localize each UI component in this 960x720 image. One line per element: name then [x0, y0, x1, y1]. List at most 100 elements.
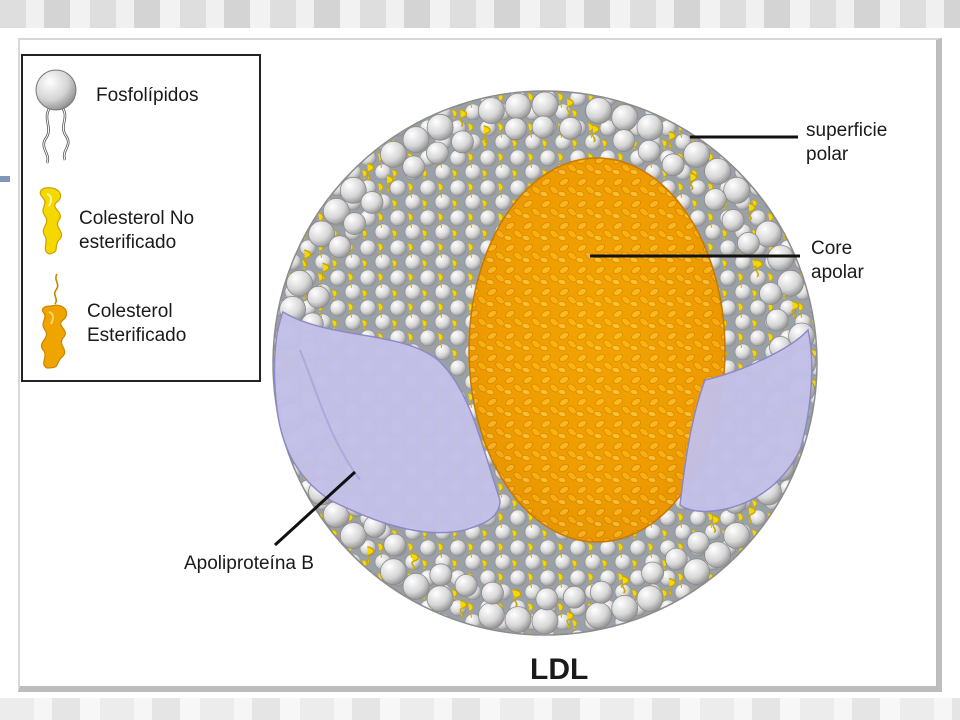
label-polar-surface: superficie polar [806, 120, 888, 165]
phospholipid-head-mark [686, 531, 710, 554]
surface-cholesterol-mark [668, 577, 676, 597]
phospholipid-head-mark [535, 587, 559, 611]
phospholipid-head-mark [531, 91, 559, 119]
phospholipid-head-mark [402, 126, 430, 154]
phospholipid-head-mark [703, 188, 727, 212]
phospholipid-head-mark [765, 308, 789, 332]
phospholipid-head-mark [429, 563, 453, 587]
phospholipid-head-mark [379, 140, 407, 168]
phospholipid-head-mark [589, 580, 613, 604]
apoprotein-b-left [273, 310, 501, 534]
phospholipid-head-mark [767, 244, 795, 272]
surface-cholesterol-mark [748, 505, 756, 525]
phospholipid-head-mark [286, 269, 314, 297]
phospholipid-head-mark [664, 547, 688, 571]
phospholipid-head-mark [611, 595, 639, 622]
surface-cholesterol-mark [566, 610, 574, 630]
slide-frame [18, 38, 942, 692]
phospholipid-head-mark [611, 104, 639, 131]
phospholipid-head-mark [704, 157, 731, 185]
phospholipid-head-mark [531, 607, 559, 635]
phospholipid-head-mark [504, 606, 532, 633]
surface-cholesterol-mark [668, 130, 676, 150]
phospholipid-head-mark [426, 113, 454, 141]
phospholipid-head-mark [402, 155, 426, 179]
phospholipid-head-mark [343, 212, 367, 236]
phospholipid-head-mark [585, 602, 612, 629]
phospholipid-head-mark [721, 209, 745, 232]
phospholipid-head-mark [737, 231, 760, 255]
phospholipid-head-mark [339, 522, 367, 549]
phospholipid-head-mark [306, 285, 330, 309]
phospholipid-head-mark [704, 541, 731, 569]
phospholipid-head-mark [504, 117, 528, 141]
phospholipid-head-mark [339, 176, 367, 204]
label-apolar-core: Core apolar [811, 238, 864, 283]
slide-top-decoration [0, 0, 960, 28]
phospholipid-head-mark [360, 191, 384, 214]
phospholipid-head-mark [612, 129, 636, 153]
phospholipid-head-mark [531, 115, 555, 139]
phospholipid-head-mark [637, 139, 661, 163]
apoprotein-fold [299, 349, 361, 481]
phospholipid-head-mark [308, 220, 336, 248]
phospholipid-head-mark [504, 93, 532, 120]
surface-cholesterol-mark [459, 108, 468, 128]
legend-label-free-cholesterol: Colesterol No esterificado [79, 208, 195, 253]
phospholipid-head-mark [755, 220, 782, 248]
surface-cholesterol-mark [321, 262, 330, 281]
apo-callout-line [273, 470, 357, 547]
phospholipid-head-mark [454, 574, 478, 597]
surface-cholesterol-mark [755, 259, 763, 278]
surface-cholesterol-mark [712, 514, 720, 534]
legend-label-esterified-cholesterol: Colesterol Esterificado [87, 301, 187, 346]
phospholipid-head-mark [585, 97, 612, 124]
phospholipid-head-mark [402, 573, 430, 600]
label-apolipoprotein-b: Apoliproteína B [184, 553, 314, 574]
slide-left-accent [0, 176, 10, 182]
phospholipid-head-mark [481, 581, 504, 605]
surface-cholesterol-mark [591, 124, 600, 143]
surface-cholesterol-mark [791, 300, 800, 319]
free-cholesterol-icon [39, 187, 63, 255]
phospholipid-head-mark [636, 113, 664, 141]
phospholipid-head-mark [723, 522, 751, 549]
phospholipid-head-mark [559, 116, 582, 140]
surface-cholesterol-mark [566, 97, 574, 117]
phospholipid-head-mark [328, 235, 352, 259]
slide-bottom-decoration [0, 698, 960, 720]
phospholipid-icon [35, 69, 77, 164]
surface-cholesterol-mark [386, 174, 394, 194]
phospholipid-head-mark [477, 602, 505, 629]
phospholipid-head-mark [425, 141, 449, 165]
phospholipid-head-mark [777, 269, 804, 297]
surface-cholesterol-mark [459, 599, 468, 618]
phospholipid-head-mark [322, 197, 350, 225]
surface-cholesterol-mark [366, 162, 375, 181]
surface-cholesterol-mark [303, 249, 312, 268]
surface-cholesterol-mark [411, 552, 419, 571]
phospholipid-head-mark [477, 97, 505, 124]
phospholipid-head-mark [759, 282, 782, 305]
phospholipid-head-mark [451, 130, 474, 154]
phospholipid-head-mark [379, 558, 407, 586]
phospholipid-head-mark [641, 561, 664, 585]
surface-cholesterol-mark [366, 546, 375, 565]
diagram-title-ldl: LDL [530, 653, 589, 686]
phospholipid-head-mark [661, 153, 685, 177]
legend-label-phospholipids: Fosfolípidos [96, 85, 199, 106]
surface-cholesterol-mark [621, 575, 630, 594]
esterified-cholesterol-icon [41, 273, 68, 369]
apoprotein-b-right [679, 328, 813, 513]
phospholipid-head-mark [426, 585, 454, 613]
surface-cholesterol-mark [483, 125, 491, 144]
legend: Fosfolípidos Colesterol No esterificado … [21, 54, 261, 382]
phospholipid-head-mark [683, 140, 710, 168]
surface-cholesterol-mark [748, 202, 756, 221]
phospholipid-head-mark [562, 585, 586, 609]
phospholipid-head-mark [683, 558, 710, 586]
apolar-core [468, 157, 726, 543]
phospholipid-head-mark [636, 585, 664, 613]
phospholipid-head-mark [383, 533, 407, 557]
